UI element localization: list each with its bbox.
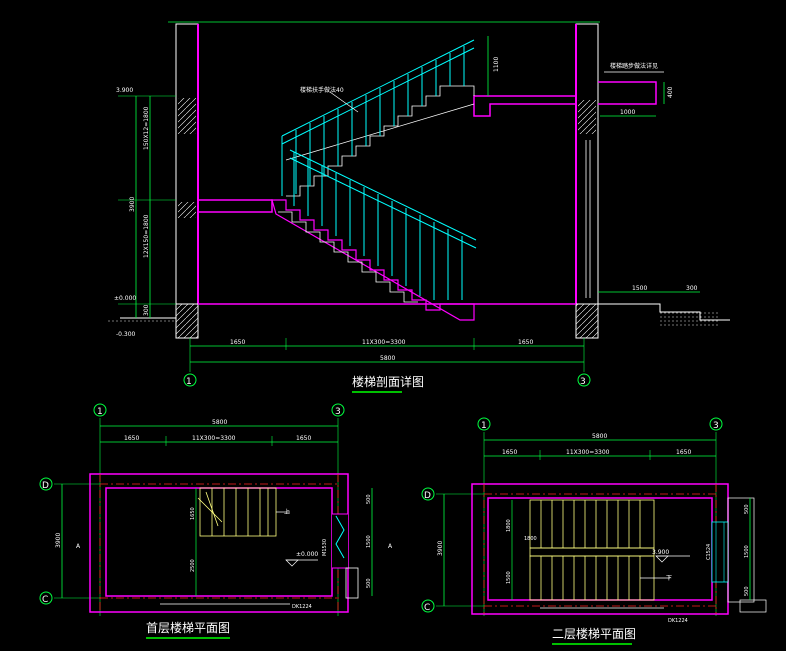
plan2-inner-dim-3: 1500 [506,571,512,584]
plan2-inner-dim-1: 1800 [506,519,512,532]
right-dim-300: 300 [686,285,698,292]
plan1-inner-dim-2: 2500 [190,559,196,572]
lower-flight-steps [278,211,418,303]
plan2-title: 二层楼梯平面图 [552,626,636,641]
section-view: 楼梯扶手做法40 1100 楼梯踏步做法详见 1000 400 1500 300… [106,21,730,393]
plan2-rdim-2: 1500 [744,545,750,558]
plan2-dim-1: 1650 [502,449,517,456]
plan1-door-label: M1530 [322,539,328,556]
plan1-height-dim: 3900 [55,533,62,548]
plan1-level: ±0.000 [296,551,318,558]
height-dim-lower: 12X150=1800 [143,214,150,258]
plan2-stair [529,499,655,601]
plan1-rdim-1: 500 [366,494,372,504]
section-title: 楼梯剖面详图 [352,374,424,389]
plan1-section-mark-left: A [76,543,81,550]
plan1-rdim-3: 500 [366,578,372,588]
plan2-axis-c: C [424,603,430,613]
plan-second-floor: 1 3 D C 5800 1650 11X300=3300 1650 3900 [421,417,767,645]
rail-note: 楼梯扶手做法40 [300,86,344,94]
plan1-inner-dim-1: 1650 [190,507,196,520]
plan1-rdim-2: 1500 [366,535,372,548]
dim-bottom-3: 1650 [518,339,533,346]
plan2-axis-3: 3 [713,421,719,431]
plan2-dim-3: 1650 [676,449,691,456]
right-dim-1500: 1500 [632,285,647,292]
plan2-inner-dim-2: 1800 [524,536,537,542]
plan2-total-dim: 5800 [592,433,607,440]
plan2-rdim-1: 500 [744,504,750,514]
plan2-window-label-2: DK1224 [668,618,688,624]
height-dim-300: 300 [143,304,150,316]
plan2-height-dim: 3900 [437,541,444,556]
axis-1-label: 1 [186,377,192,387]
rail-height-dim: 1100 [493,57,500,72]
side-dim-400: 400 [667,86,674,98]
lower-railing [289,149,477,300]
plan1-stair [197,487,277,537]
level-top: 3.900 [116,87,133,94]
plan1-total-dim: 5800 [212,419,227,426]
dim-bottom-2: 11X300=3300 [362,339,406,346]
plan1-up-label: 上 [284,508,290,516]
plan2-window-label: C1524 [706,544,712,560]
plan-ground-floor: 1 3 D C 5800 1650 11X300=3300 1650 3900 [39,403,393,639]
plan1-axis-c: C [42,595,48,605]
axis-3-label: 3 [580,377,586,387]
plan2-down-label: 下 [666,575,672,582]
dim-bottom-1: 1650 [230,339,245,346]
plan1-window-label: DK1224 [292,604,312,610]
plan1-title: 首层楼梯平面图 [146,620,230,635]
plan1-section-mark-right: A [388,543,393,550]
plan1-axis-d: D [42,481,49,491]
plan1-axis-3: 3 [335,407,341,417]
height-dim-upper: 150X12=1800 [143,106,150,150]
side-note: 楼梯踏步做法详见 [610,62,658,70]
plan2-dim-2: 11X300=3300 [566,449,610,456]
plan1-axis-1: 1 [97,407,103,417]
upper-flight-steps [286,85,475,197]
plan1-dim-3: 1650 [296,435,311,442]
plan1-dim-1: 1650 [124,435,139,442]
level-bottom: -0.300 [116,331,136,338]
level-mid: ±0.000 [114,295,136,302]
dim-total: 5800 [380,355,395,362]
plan2-axis-1: 1 [481,421,487,431]
side-dim-1000: 1000 [620,109,635,116]
height-dim-total: 3900 [129,197,136,212]
plan2-rdim-3: 500 [744,586,750,596]
upper-railing [281,39,475,196]
plan2-level: 3.900 [652,549,669,556]
plan2-axis-d: D [424,491,431,501]
plan1-dim-2: 11X300=3300 [192,435,236,442]
